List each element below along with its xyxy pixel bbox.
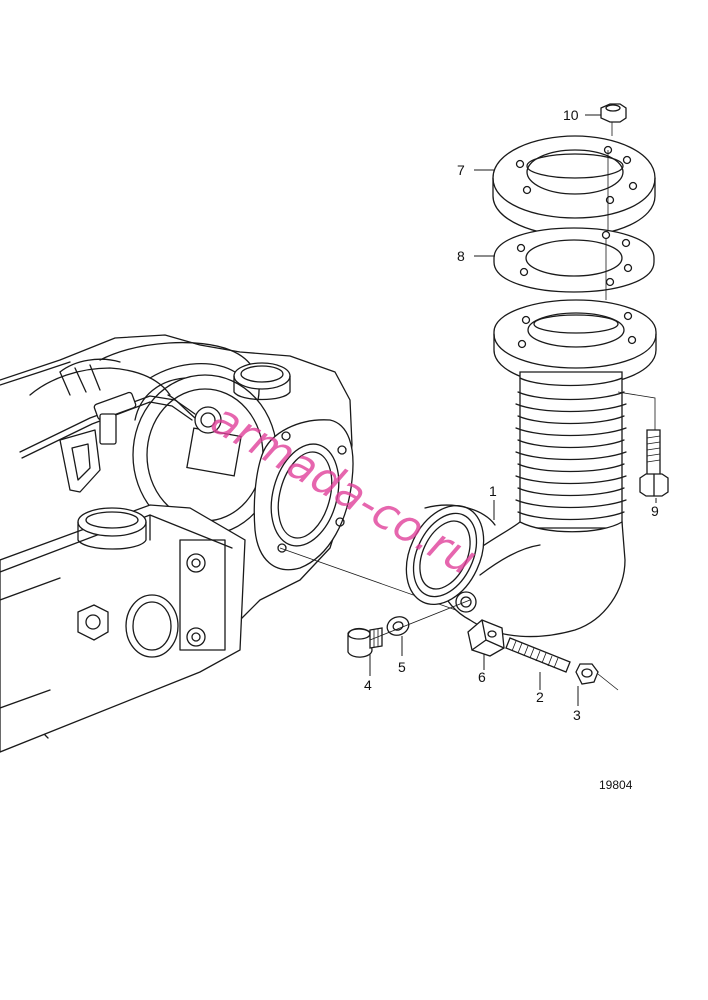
callout-9: 9: [651, 503, 659, 519]
callout-3: 3: [573, 707, 581, 723]
part-5-washer: [386, 616, 410, 636]
callout-5: 5: [398, 659, 406, 675]
part-9-bolt: [639, 429, 669, 497]
part-7-flange: [492, 135, 656, 237]
drawing-reference-number: 19804: [599, 778, 633, 792]
part-8-gasket: [493, 227, 655, 293]
callout-10: 10: [563, 107, 579, 123]
callout-4: 4: [364, 677, 372, 693]
callout-2: 2: [536, 689, 544, 705]
part-6-clamp: [467, 619, 505, 657]
part-1-exhaust-elbow: [405, 299, 657, 638]
part-4-plug: [347, 627, 383, 658]
part-10-nut: [600, 103, 627, 123]
part-2-stud: [505, 637, 571, 673]
callout-8: 8: [457, 248, 465, 264]
engine-block: [0, 334, 471, 753]
callout-7: 7: [457, 162, 465, 178]
callout-6: 6: [478, 669, 486, 685]
callout-1: 1: [489, 483, 497, 499]
leader-lines: [369, 114, 657, 706]
part-3-nut: [575, 663, 599, 685]
callout-labels: 1 2 3 4 5 6 7 8 9 10: [364, 107, 659, 723]
